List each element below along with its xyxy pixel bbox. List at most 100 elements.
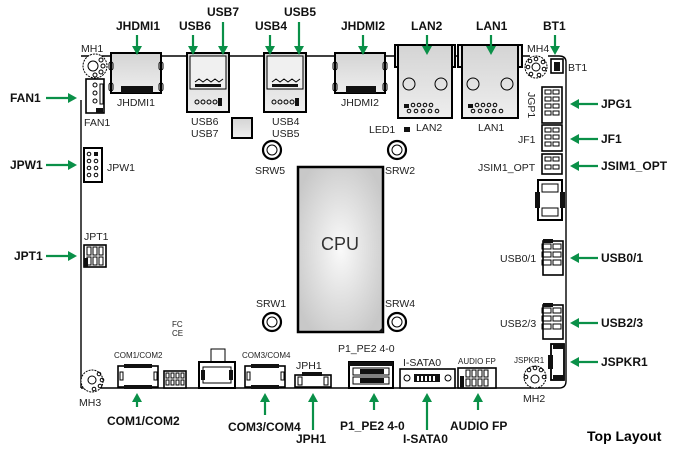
- srw5-label: SRW5: [255, 165, 285, 177]
- usb6-silk-label: USB6: [191, 116, 219, 128]
- mh3-label: MH3: [79, 397, 101, 409]
- lan1-port: LAN1: [457, 44, 523, 134]
- callout-bt1: BT1: [543, 19, 566, 55]
- callout-jhdmi2: JHDMI2: [341, 19, 385, 55]
- callout-label-usb7: USB7: [207, 5, 239, 19]
- callout-label-usb4: USB4: [255, 19, 287, 33]
- arrow-icon: [68, 160, 77, 170]
- callout-label-jspkr1: JSPKR1: [601, 355, 648, 369]
- cpu: CPU: [296, 165, 385, 334]
- usb0-1-silk-label: USB0/1: [500, 253, 536, 265]
- bt1-battery: BT1: [550, 58, 587, 74]
- small-header: [163, 370, 187, 389]
- arrow-icon: [422, 393, 432, 402]
- usb6-usb7-port: USB6 USB7: [186, 52, 230, 140]
- callout-lan2: LAN2: [411, 19, 443, 55]
- callout-label-jhdmi2: JHDMI2: [341, 19, 385, 33]
- jf1-header: JF1: [518, 124, 563, 152]
- com1-com2-silk-label: COM1/COM2: [114, 351, 163, 360]
- screw-srw4: SRW4: [385, 298, 415, 333]
- arrow-icon: [132, 393, 142, 402]
- callout-label-jpg1: JPG1: [601, 97, 632, 111]
- mh1-label: MH1: [81, 43, 103, 55]
- callout-usb0-1: USB0/1: [570, 251, 643, 265]
- arrow-icon: [68, 93, 77, 103]
- lan1-silk-label: LAN1: [478, 122, 504, 134]
- jf1-silk-label: JF1: [518, 134, 536, 146]
- com3-com4-silk-label: COM3/COM4: [242, 351, 291, 360]
- led1-silk-label: LED1: [369, 124, 395, 136]
- jhdmi2-silk-label: JHDMI2: [341, 97, 379, 109]
- callout-audio-fp: AUDIO FP: [450, 393, 507, 433]
- arrow-icon: [570, 99, 579, 109]
- callout-jf1: JF1: [570, 132, 622, 146]
- callout-jph1: JPH1: [296, 393, 326, 446]
- usb5-silk-label: USB5: [272, 128, 300, 140]
- callout-jspkr1: JSPKR1: [570, 355, 648, 369]
- srw1-label: SRW1: [256, 298, 286, 310]
- arrow-icon: [570, 318, 579, 328]
- jpt1-silk-label: JPT1: [84, 231, 109, 243]
- callout-fan1: FAN1: [10, 91, 77, 105]
- arrow-icon: [260, 393, 270, 402]
- callout-label-audio-fp: AUDIO FP: [450, 419, 507, 433]
- mounting-hole-mh3: MH3: [79, 369, 105, 409]
- arrow-icon: [188, 46, 198, 55]
- srw2-label: SRW2: [385, 165, 415, 177]
- arrow-icon: [570, 161, 579, 171]
- callout-p1-pe2: P1_PE2 4-0: [340, 393, 405, 433]
- p1-pe2-silk-label: P1_PE2 4-0: [338, 343, 395, 355]
- jph1-header: JPH1: [294, 360, 332, 388]
- arrow-icon: [486, 46, 496, 55]
- srw4-label: SRW4: [385, 298, 415, 310]
- callout-jsim1-opt: JSIM1_OPT: [570, 159, 668, 173]
- callout-usb4: USB4: [255, 19, 287, 55]
- lan2-port: LAN2: [394, 44, 456, 134]
- jgp1-header: JGP1: [525, 86, 563, 124]
- usb4-usb5-port: USB4 USB5: [263, 52, 307, 140]
- callout-label-usb5: USB5: [284, 5, 316, 19]
- arrow-icon: [473, 393, 483, 402]
- callout-label-jpw1: JPW1: [10, 158, 43, 172]
- callout-jpt1: JPT1: [14, 249, 77, 263]
- callout-label-jph1: JPH1: [296, 432, 326, 446]
- com3-com4-header: COM3/COM4: [242, 351, 291, 389]
- chip: [231, 117, 253, 139]
- arrow-icon: [550, 46, 560, 55]
- usb2-3-silk-label: USB2/3: [500, 318, 536, 330]
- com1-com2-header: COM1/COM2: [114, 351, 163, 389]
- cpu-label: CPU: [321, 234, 359, 254]
- jsim1-opt-silk-label: JSIM1_OPT: [478, 162, 536, 174]
- jspkr1-header: JSPKR1: [514, 343, 565, 381]
- audio-fp-header: AUDIO FP: [457, 357, 497, 389]
- jgp1-silk-label: JGP1: [525, 92, 537, 118]
- callout-label-p1-pe2: P1_PE2 4-0: [340, 419, 405, 433]
- callout-label-jf1: JF1: [601, 132, 622, 146]
- mounting-hole-mh2: MH2: [523, 365, 547, 405]
- jhdmi2-port: JHDMI2: [332, 52, 388, 109]
- usb0-1-header: USB0/1: [500, 239, 564, 276]
- callout-i-sata0: I-SATA0: [403, 393, 448, 446]
- fan1-silk-label: FAN1: [84, 117, 110, 129]
- callout-label-jsim1-opt: JSIM1_OPT: [601, 159, 668, 173]
- callout-lan1: LAN1: [476, 19, 508, 55]
- callout-label-jpt1: JPT1: [14, 249, 43, 263]
- i-sata0-port: I-SATA0: [399, 357, 456, 389]
- arrow-icon: [132, 46, 142, 55]
- i-sata0-silk-label: I-SATA0: [403, 357, 441, 369]
- mounting-hole-mh4: MH4: [524, 43, 549, 79]
- callout-label-fan1: FAN1: [10, 91, 41, 105]
- usb7-silk-label: USB7: [191, 128, 219, 140]
- callout-com3-com4: COM3/COM4: [228, 393, 301, 434]
- arrow-icon: [422, 46, 432, 55]
- arrow-icon: [308, 393, 318, 402]
- callout-usb5: USB5: [284, 5, 316, 55]
- callout-usb2-3: USB2/3: [570, 316, 643, 330]
- callout-label-usb6: USB6: [179, 19, 211, 33]
- callout-label-usb0-1: USB0/1: [601, 251, 643, 265]
- arrow-icon: [265, 46, 275, 55]
- jhdmi1-port: JHDMI1: [108, 52, 164, 109]
- diagram-title: Top Layout: [587, 428, 662, 444]
- led1: LED1: [369, 124, 410, 136]
